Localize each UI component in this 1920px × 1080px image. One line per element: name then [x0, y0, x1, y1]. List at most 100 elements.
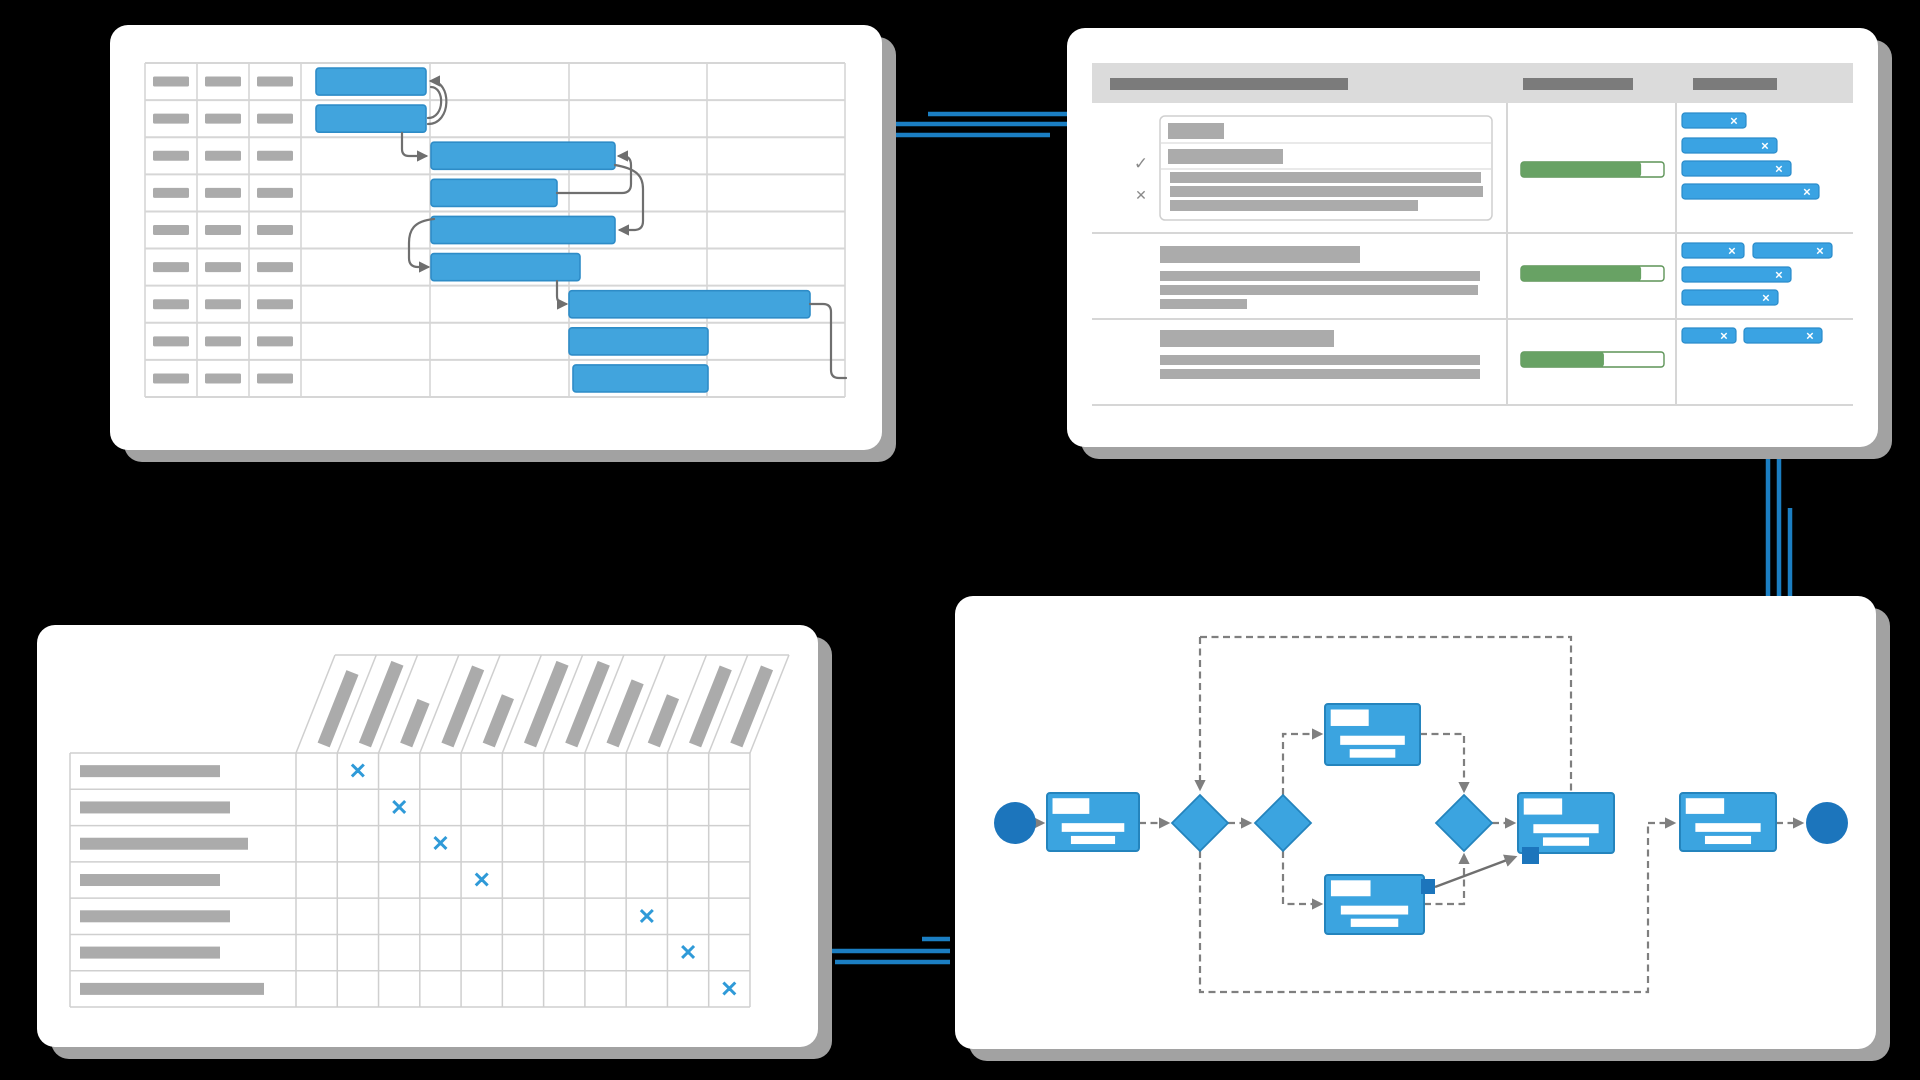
- gantt-chart-window: [110, 25, 882, 450]
- matrix-header-slant-line: [625, 654, 666, 754]
- task-text-placeholder: [1160, 285, 1478, 295]
- task-title-placeholder: [1523, 798, 1563, 815]
- matrix-header-slant-line: [336, 654, 377, 754]
- matrix-header-slant-line: [460, 654, 501, 754]
- detail-text-placeholder: [1170, 186, 1483, 197]
- flow-solid-connector: [1434, 854, 1518, 889]
- matrix-header-slant-line: [749, 654, 790, 754]
- matrix-x-mark: ✕: [349, 759, 367, 784]
- gantt-row-label-placeholder: [257, 336, 293, 347]
- task-text-placeholder: [1533, 824, 1599, 834]
- gantt-dependency-arrow: [407, 217, 436, 273]
- tag-chip: [1681, 327, 1737, 344]
- gateway-diamond: [1434, 793, 1494, 853]
- tag-chip: [1681, 183, 1820, 200]
- tag-remove-icon[interactable]: ✕: [1816, 247, 1824, 258]
- gantt-task-bar: [315, 104, 427, 134]
- matrix-header-placeholder: [606, 679, 644, 748]
- gantt-task-bar: [572, 364, 709, 393]
- gantt-dependency-arrow: [555, 150, 633, 195]
- tag-remove-icon[interactable]: ✕: [1728, 247, 1736, 258]
- task-text-placeholder: [1340, 905, 1409, 915]
- flow-dashed-connector: [1424, 852, 1470, 906]
- detail-field-placeholder[interactable]: [1168, 123, 1224, 139]
- tag-remove-icon[interactable]: ✕: [1775, 165, 1783, 176]
- task-text-placeholder: [1542, 837, 1590, 846]
- process-flowchart: [994, 635, 1848, 994]
- assignment-matrix-window: ✕✕✕✕✕✕✕: [37, 625, 818, 1047]
- tag-chip: [1681, 112, 1747, 129]
- gantt-row-label-placeholder: [205, 373, 241, 384]
- flow-dashed-connector: [1198, 824, 1650, 994]
- tag-remove-icon[interactable]: ✕: [1761, 142, 1769, 153]
- matrix-header-slant-line: [666, 654, 708, 754]
- gantt-row-label-placeholder: [205, 225, 241, 235]
- matrix-header-placeholder: [358, 660, 404, 748]
- detail-field-placeholder[interactable]: [1168, 149, 1283, 164]
- matrix-row-label-placeholder: [80, 910, 230, 923]
- gantt-task-bar: [315, 67, 427, 96]
- gantt-row-label-placeholder: [153, 336, 189, 347]
- gantt-dependency-arrow: [400, 131, 429, 162]
- column-header-placeholder: [1523, 78, 1633, 90]
- tag-remove-icon[interactable]: ✕: [1803, 188, 1811, 199]
- gantt-row-label-placeholder: [257, 76, 293, 87]
- gantt-row-label-placeholder: [153, 225, 189, 235]
- matrix-x-mark: ✕: [720, 976, 738, 1001]
- tag-remove-icon[interactable]: ✕: [1730, 117, 1738, 128]
- tag-chip: [1681, 289, 1779, 306]
- task-title-placeholder: [1160, 330, 1334, 347]
- gantt-dependency-arrow: [426, 85, 443, 120]
- progress-fill: [1521, 162, 1642, 177]
- gateway-diamond: [1253, 793, 1313, 853]
- task-text-placeholder: [1160, 369, 1480, 379]
- task-text-placeholder: [1349, 749, 1396, 758]
- matrix-header-placeholder: [565, 660, 610, 748]
- matrix-x-mark: ✕: [431, 831, 449, 856]
- matrix-header-placeholder: [689, 665, 732, 748]
- detail-text-placeholder: [1170, 172, 1481, 183]
- matrix-header-placeholder: [400, 698, 430, 748]
- matrix-header-slant-line: [584, 654, 625, 754]
- tag-remove-icon[interactable]: ✕: [1762, 294, 1770, 305]
- gantt-task-bar: [430, 178, 558, 208]
- task-title-placeholder: [1685, 798, 1725, 814]
- gantt-row-label-placeholder: [257, 225, 293, 235]
- task-list: ✓✕✕✕✕✕✕✕✕✕✕✕: [1092, 63, 1853, 406]
- tag-remove-icon[interactable]: ✕: [1806, 332, 1814, 343]
- column-header-placeholder: [1693, 78, 1777, 90]
- task-text-placeholder: [1160, 271, 1480, 281]
- gantt-row-label-placeholder: [257, 150, 293, 161]
- matrix-x-mark: ✕: [638, 904, 656, 929]
- task-text-placeholder: [1160, 355, 1480, 365]
- matrix-header-slant-line: [419, 654, 460, 754]
- tag-remove-icon[interactable]: ✕: [1775, 271, 1783, 282]
- gantt-row-label-placeholder: [205, 299, 241, 310]
- tag-chip: [1681, 160, 1792, 177]
- gantt-row-label-placeholder: [257, 187, 293, 198]
- matrix-x-mark: ✕: [472, 868, 490, 893]
- progress-fill: [1521, 266, 1642, 281]
- gantt-row-label-placeholder: [205, 150, 241, 161]
- tag-chip: [1752, 242, 1833, 259]
- task-text-placeholder: [1704, 835, 1752, 845]
- process-flowchart-window: [955, 596, 1876, 1049]
- gantt-task-bar: [430, 215, 616, 245]
- task-title-placeholder: [1330, 880, 1371, 897]
- task-text-placeholder: [1695, 823, 1761, 832]
- gantt-dependency-arrow: [426, 75, 448, 126]
- gantt-row-label-placeholder: [153, 76, 189, 87]
- gantt-row-label-placeholder: [205, 113, 241, 124]
- matrix-row-label-placeholder: [80, 982, 264, 995]
- matrix-row-label-placeholder: [80, 946, 220, 959]
- matrix-header-placeholder: [730, 665, 774, 748]
- matrix-header-placeholder: [523, 660, 569, 748]
- tag-chip: [1681, 137, 1778, 154]
- gantt-dependency-arrow: [808, 302, 848, 380]
- task-title-placeholder: [1330, 709, 1369, 726]
- tag-chip: [1681, 242, 1745, 259]
- gantt-row-label-placeholder: [205, 262, 241, 273]
- tag-remove-icon[interactable]: ✕: [1720, 332, 1728, 343]
